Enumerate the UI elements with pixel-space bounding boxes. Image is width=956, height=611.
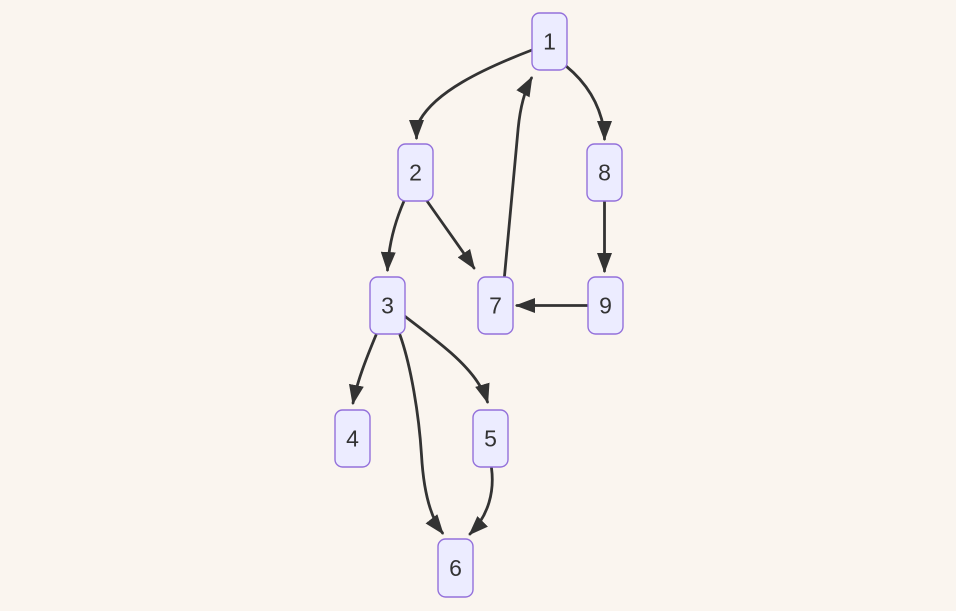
node-2-box xyxy=(397,143,434,202)
edge-1-8 xyxy=(564,64,612,141)
node-5: 5 xyxy=(472,409,509,468)
node-3-box xyxy=(369,276,406,335)
edge-3-6 xyxy=(398,333,444,535)
node-4-box xyxy=(334,409,371,468)
node-layer: 1 2 8 3 7 9 4 xyxy=(334,12,624,598)
node-1-box xyxy=(531,12,568,71)
edge-2-3 xyxy=(380,199,406,272)
node-7: 7 xyxy=(477,276,514,335)
node-9: 9 xyxy=(587,276,624,335)
node-3-label: 3 xyxy=(381,293,394,319)
edge-layer xyxy=(349,48,612,536)
node-9-box xyxy=(587,276,624,335)
node-2-label: 2 xyxy=(409,160,422,186)
node-1: 1 xyxy=(531,12,568,71)
edge-3-5 xyxy=(403,314,490,404)
node-5-box xyxy=(472,409,509,468)
node-6-box xyxy=(437,538,474,598)
node-4-label: 4 xyxy=(346,426,359,452)
edge-1-2 xyxy=(409,48,534,140)
node-8-box xyxy=(586,143,623,202)
node-5-label: 5 xyxy=(484,426,497,452)
edge-7-1 xyxy=(503,76,533,278)
node-7-box xyxy=(477,276,514,335)
edge-2-7 xyxy=(425,199,476,270)
node-7-label: 7 xyxy=(489,293,502,319)
node-1-label: 1 xyxy=(543,29,556,55)
node-6-label: 6 xyxy=(449,555,462,581)
edge-5-6 xyxy=(468,466,494,536)
node-4: 4 xyxy=(334,409,371,468)
node-3: 3 xyxy=(369,276,406,335)
node-2: 2 xyxy=(397,143,434,202)
node-8: 8 xyxy=(586,143,623,202)
node-6: 6 xyxy=(437,538,474,598)
edge-3-4 xyxy=(349,333,378,405)
node-9-label: 9 xyxy=(599,293,612,319)
node-8-label: 8 xyxy=(598,160,611,186)
